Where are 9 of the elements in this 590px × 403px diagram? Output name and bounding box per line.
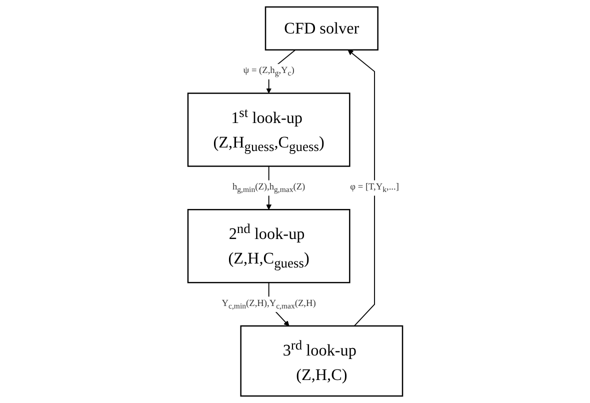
node-box: 3$^{rd}$ look-up (Z,H,C) <box>240 325 403 397</box>
edge-label: Y$_{c,min}$(Z,H),Y$_{c,max}$(Z,H) <box>222 298 316 310</box>
node-box: 2$^{nd}$ look-up (Z,H,C$_{guess}$) <box>187 208 350 284</box>
arrow <box>347 50 375 326</box>
edge-label: ψ = (Z,h$_{g}$,Y$_{c}$) <box>243 66 294 78</box>
node-box: 1$^{st}$ look-up (Z,H$_{guess}$,C$_{guess}$) <box>187 92 350 167</box>
edge-label: φ = [T,Y$_{k}$,...] <box>350 182 399 194</box>
node-box: CFD solver <box>264 6 378 50</box>
edge-label: h$_{g,min}$(Z),h$_{g,max}$(Z) <box>232 182 305 194</box>
